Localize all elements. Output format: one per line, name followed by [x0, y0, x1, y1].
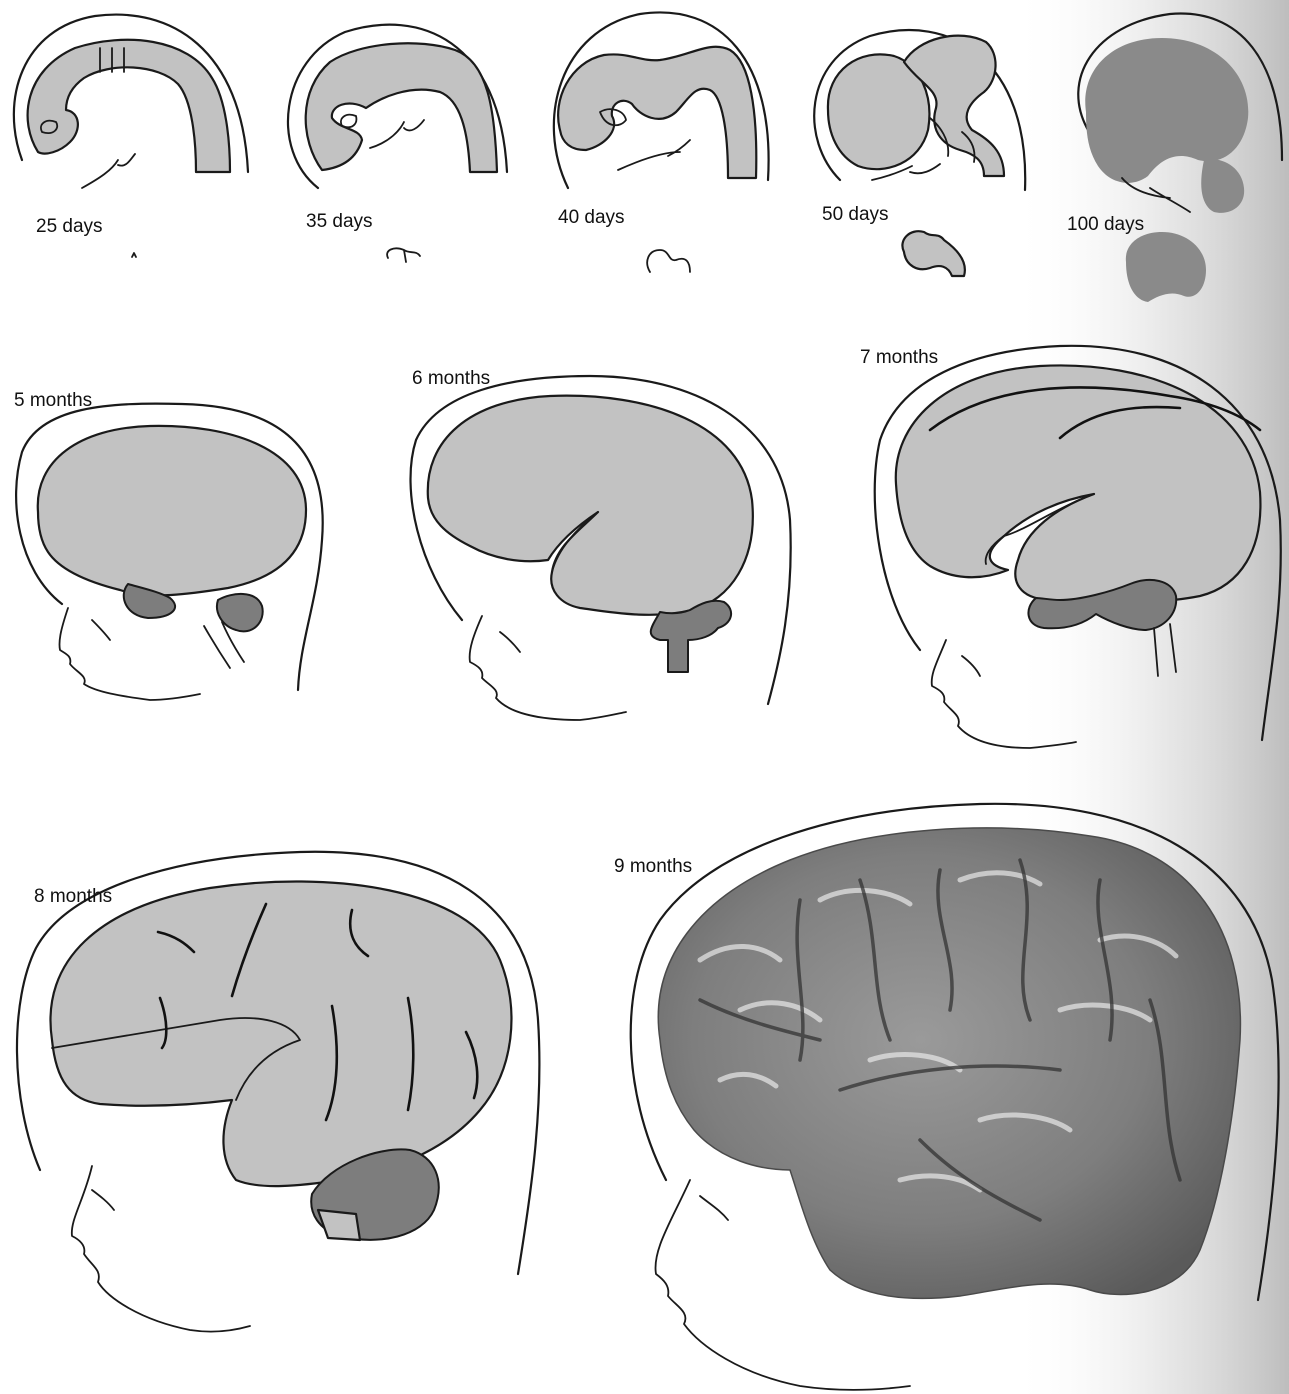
cerebrum-5m [38, 426, 306, 595]
stage-label-9-months: 9 months [614, 856, 692, 877]
stage-40-days [554, 12, 769, 272]
stage-6-months [411, 376, 791, 720]
brain-35d [306, 43, 497, 172]
face-5m [59, 608, 200, 700]
stage-label-6-months: 6 months [412, 368, 490, 389]
stage-5-months [16, 404, 323, 700]
stage-label-7-months: 7 months [860, 347, 938, 368]
stage-label-100-days: 100 days [1067, 214, 1144, 235]
face-contour-40d [618, 140, 690, 170]
cerebrum-8m [50, 882, 511, 1187]
stage-label-8-months: 8 months [34, 886, 112, 907]
cerebrum-6m [428, 396, 753, 615]
brainstem-8m [318, 1210, 360, 1240]
stage-label-25-days: 25 days [36, 216, 103, 237]
brain-40d [558, 47, 756, 178]
stage-label-40-days: 40 days [558, 207, 625, 228]
stage-8-months [17, 852, 539, 1332]
mini-embryo-25d [132, 253, 136, 257]
mini-embryo-40d [647, 250, 690, 272]
face-contour-25d [82, 154, 135, 188]
neural-tube-25d [28, 40, 230, 172]
mini-embryo-50d [902, 231, 964, 276]
face-8m [72, 1166, 250, 1332]
stage-label-50-days: 50 days [822, 204, 889, 225]
stage-label-5-months: 5 months [14, 390, 92, 411]
face-contour-35d [370, 120, 424, 148]
stage-label-35-days: 35 days [306, 211, 373, 232]
mini-embryo-35d [387, 248, 420, 262]
stage-50-days [814, 30, 1025, 276]
face-6m [470, 616, 626, 720]
